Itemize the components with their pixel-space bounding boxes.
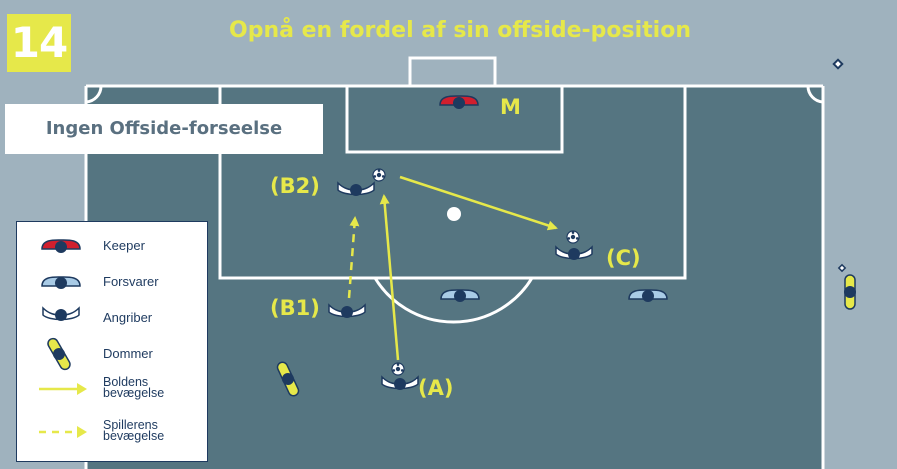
legend-player-movement-line2: bevægelse	[103, 429, 165, 443]
label-b2: (B2)	[270, 174, 320, 198]
legend-player-movement-label: Spillerens bevægelse	[103, 418, 165, 443]
legend-ball-movement-label: Boldens bevægelse	[103, 375, 165, 400]
attacker-icon	[42, 306, 80, 321]
keeper-icon	[41, 239, 81, 253]
ball-movement-arrow-icon	[39, 383, 87, 395]
defender-icon	[628, 289, 668, 302]
referee-flag-icon	[837, 263, 847, 273]
legend-keeper-label: Keeper	[103, 238, 145, 253]
player-movement-arrow-icon	[39, 426, 87, 438]
soccer-ball-icon	[372, 168, 386, 182]
attacker-icon-b1	[328, 303, 366, 318]
legend-defender-label: Forsvarer	[103, 274, 159, 289]
attacker-icon-a	[381, 375, 419, 390]
label-b1: (B1)	[270, 296, 320, 320]
attacker-icon-b2	[337, 181, 375, 196]
legend-player-movement-line1: Spillerens	[103, 418, 158, 432]
penalty-spot	[447, 207, 461, 221]
legend-ball-movement-line1: Boldens	[103, 375, 149, 389]
soccer-ball-icon	[391, 362, 405, 376]
legend: Keeper Forsvarer Angriber Dommer Boldens…	[16, 221, 208, 462]
defender-icon	[440, 289, 480, 302]
legend-attacker-label: Angriber	[103, 310, 153, 325]
soccer-ball-icon	[566, 230, 580, 244]
diagram-title: Opnå en fordel af sin offside-position	[229, 18, 691, 43]
label-a: (A)	[418, 376, 454, 400]
legend-referee-label: Dommer	[103, 346, 153, 361]
corner-flag-icon	[832, 58, 844, 70]
referee-icon	[47, 337, 71, 371]
keeper-marker-label: M	[500, 95, 521, 119]
attacker-icon-c	[555, 245, 593, 260]
keeper-icon	[439, 95, 479, 109]
defender-icon	[41, 276, 81, 289]
referee-icon	[276, 361, 300, 397]
diagram-number: 14	[7, 14, 71, 72]
label-c: (C)	[606, 246, 641, 270]
legend-ball-movement-line2: bevægelse	[103, 386, 165, 400]
decision-label: Ingen Offside-forseelse	[5, 104, 323, 154]
referee-icon	[844, 274, 856, 310]
ball-path-a-b2	[379, 194, 400, 361]
ball-path-b2-c	[399, 175, 558, 231]
